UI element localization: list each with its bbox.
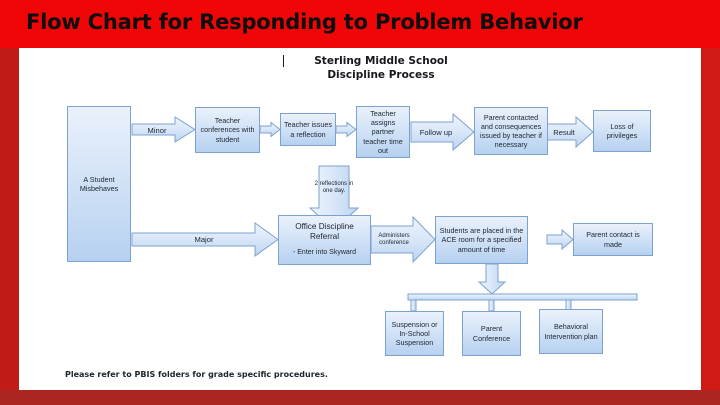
node-student-misbehaves-label: A Student Misbehaves — [79, 174, 119, 193]
frame-left-banner-fill — [0, 0, 19, 48]
node-teacher-conferences[interactable]: Teacher conferences with student — [195, 107, 260, 153]
title-banner — [0, 0, 720, 48]
diagram-canvas: Sterling Middle School Discipline Proces… — [19, 48, 701, 390]
node-suspension[interactable]: Suspension or In-School Suspension — [385, 311, 444, 356]
node-behavioral-intervention-plan-label: Behavioral Intervention plan — [544, 322, 598, 341]
arrow-ace-to-parent-contact — [546, 228, 574, 251]
connector-arrows-layer — [131, 112, 638, 312]
node-loss-of-privileges-label: Loss of privileges — [606, 121, 638, 140]
frame-right-border — [701, 0, 720, 405]
slide-title: Flow Chart for Responding to Problem Beh… — [26, 10, 583, 34]
node-office-referral-sub: - Enter into Skyward — [292, 249, 357, 257]
node-parent-contact-made[interactable]: Parent contact is made — [573, 223, 653, 256]
arrow-ace-down — [477, 263, 507, 295]
arrow-major — [131, 222, 279, 257]
node-teacher-reflection-label: Teacher issues a reflection — [284, 120, 332, 139]
diagram-heading: Sterling Middle School Discipline Proces… — [281, 54, 481, 82]
node-partner-teacher-timeout[interactable]: Teacher assigns partner teacher time out — [356, 106, 410, 158]
frame-bottom-border — [0, 390, 720, 405]
node-behavioral-intervention-plan[interactable]: Behavioral Intervention plan — [539, 309, 603, 354]
node-student-misbehaves[interactable]: A Student Misbehaves — [67, 106, 131, 262]
text-cursor-caret — [283, 55, 284, 67]
node-ace-room-label: Students are placed in the ACE room for … — [439, 226, 524, 254]
node-parent-conference[interactable]: Parent Conference — [462, 311, 521, 356]
node-parent-contacted-label: Parent contacted and consequences issued… — [480, 112, 542, 150]
diagram-heading-line1: Sterling Middle School — [314, 55, 448, 67]
arrow-result — [546, 115, 594, 149]
arrow-minor — [131, 116, 196, 143]
footnote-text: Please refer to PBIS folders for grade s… — [65, 370, 328, 379]
frame-right-banner-fill — [701, 0, 720, 48]
arrow-conference-to-reflection — [259, 121, 281, 138]
node-teacher-conferences-label: Teacher conferences with student — [200, 116, 255, 144]
node-partner-teacher-timeout-label: Teacher assigns partner teacher time out — [363, 109, 403, 155]
node-teacher-reflection[interactable]: Teacher issues a reflection — [280, 113, 336, 146]
arrow-reflection-to-timeout — [335, 121, 357, 138]
arrow-follow-up — [410, 112, 475, 152]
node-office-discipline-referral[interactable]: Office Discipline Referral - Enter into … — [278, 215, 371, 265]
arrow-administers-conference — [370, 215, 436, 264]
node-suspension-label: Suspension or In-School Suspension — [391, 319, 438, 348]
node-office-discipline-referral-label: Office Discipline Referral - Enter into … — [282, 222, 367, 257]
frame-left-border — [0, 0, 19, 405]
diagram-heading-line2: Discipline Process — [327, 69, 435, 81]
node-parent-contact-made-label: Parent contact is made — [586, 230, 640, 249]
node-parent-contacted[interactable]: Parent contacted and consequences issued… — [474, 107, 548, 155]
node-ace-room[interactable]: Students are placed in the ACE room for … — [435, 216, 528, 264]
node-parent-conference-label: Parent Conference — [472, 324, 511, 343]
node-loss-of-privileges[interactable]: Loss of privileges — [593, 110, 651, 152]
node-office-referral-main: Office Discipline Referral — [295, 222, 354, 242]
